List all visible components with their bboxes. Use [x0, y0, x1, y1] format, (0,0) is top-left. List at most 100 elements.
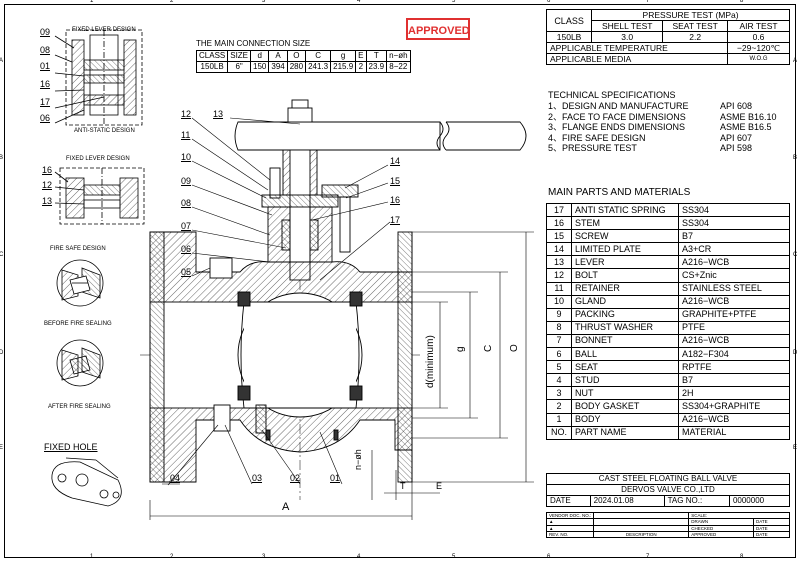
temp-label: APPLICABLE TEMPERATURE: [545, 42, 729, 54]
tech-item-label: 4、FIRE SAFE DESIGN: [548, 132, 646, 143]
part-material: SS304: [678, 202, 790, 218]
callout-16: 16: [390, 195, 401, 205]
label-fixed-lever-design: FIXED LEVER DESIGN: [72, 27, 136, 33]
part-no: 2: [546, 399, 572, 414]
callout-06: 06: [181, 244, 192, 254]
tech-item-label: 5、PRESSURE TEST: [548, 143, 637, 153]
zone-bottom-1: 1: [90, 554, 94, 560]
rev-no-label: REV. NO.: [545, 530, 595, 539]
part-material: A216−WCB: [678, 255, 790, 270]
dim-C: C: [483, 344, 494, 352]
tech-item-standard: ASME B16.5: [720, 122, 772, 132]
conn-header-9: n−øh: [386, 50, 411, 62]
parts-header-material: MATERIAL: [678, 425, 790, 440]
leader-lines: [162, 117, 391, 486]
part-no: 4: [546, 373, 572, 388]
approved-stamp: APPROVED: [406, 18, 470, 40]
company-name: DERVOS VALVE CO.,LTD: [546, 484, 790, 496]
seat-test-header: SEAT TEST: [662, 20, 729, 32]
callout-12: 12: [181, 109, 192, 119]
conn-cell-4: 280: [286, 61, 307, 73]
tag-value: 0000000: [728, 495, 791, 507]
conn-header-1: SIZE: [227, 50, 252, 62]
part-material: B7: [678, 229, 790, 244]
dim-E: E: [436, 481, 443, 491]
detail-fixed-lever-antistatic: [54, 29, 143, 126]
callout-09: 09: [181, 176, 192, 186]
shell-test-header: SHELL TEST: [591, 20, 664, 32]
label-fixed-lever-design-2: FIXED LEVER DESIGN: [66, 156, 130, 162]
zone-bottom-3: 3: [262, 554, 266, 560]
part-material: A182−F304: [678, 347, 790, 362]
part-no: 3: [546, 386, 572, 401]
label-fixed-hole: FIXED HOLE: [44, 442, 98, 452]
conn-cell-5: 241.3: [305, 61, 332, 73]
label-anti-static-design: ANTI-STATIC DESIGN: [74, 128, 135, 134]
media-label: APPLICABLE MEDIA: [545, 53, 729, 65]
conn-cell-2: 150: [250, 61, 270, 73]
tech-item-standard: API 608: [720, 101, 753, 111]
part-name: THRUST WASHER: [571, 320, 679, 335]
pressure-class-header: CLASS: [545, 9, 593, 32]
date-label: DATE: [546, 495, 591, 507]
part-material: B7: [678, 373, 790, 388]
part-no: 17: [546, 202, 572, 218]
d1-callout-09: 09: [40, 27, 51, 37]
parts-header-name: PART NAME: [571, 425, 679, 440]
d1-callout-01: 01: [40, 61, 51, 71]
conn-header-6: g: [330, 50, 357, 62]
conn-header-7: E: [355, 50, 367, 62]
valve-section: [140, 99, 527, 500]
zone-right-B: B: [793, 155, 798, 161]
conn-header-5: C: [305, 50, 332, 62]
part-material: STAINLESS STEEL: [678, 281, 790, 296]
zone-top-1: 1: [90, 0, 94, 4]
part-no: 9: [546, 307, 572, 322]
d1-callout-06: 06: [40, 113, 51, 123]
part-name: ANTI STATIC SPRING: [571, 202, 679, 218]
part-name: STUD: [571, 373, 679, 388]
part-no: 1: [546, 412, 572, 427]
d1-callout-17: 17: [40, 97, 51, 107]
zone-top-2: 2: [170, 0, 174, 4]
temp-value: −29~120℃: [727, 42, 790, 54]
part-name: BODY: [571, 412, 679, 427]
callout-11: 11: [181, 130, 191, 140]
pressure-cell-0: 150LB: [545, 31, 593, 43]
conn-header-2: d: [250, 50, 270, 62]
part-no: 10: [546, 294, 572, 309]
zone-top-5: 5: [452, 0, 456, 4]
part-material: A216−WCB: [678, 412, 790, 427]
part-no: 14: [546, 242, 572, 257]
callout-14: 14: [390, 156, 401, 166]
zone-right-D: D: [793, 350, 798, 356]
part-no: 6: [546, 347, 572, 362]
conn-cell-6: 215.9: [330, 61, 357, 73]
part-name: BODY GASKET: [571, 399, 679, 414]
dimension-lines: [149, 231, 534, 520]
part-no: 11: [546, 281, 572, 296]
part-name: RETAINER: [571, 281, 679, 296]
part-no: 5: [546, 360, 572, 375]
conn-header-3: A: [268, 50, 288, 62]
part-name: SCREW: [571, 229, 679, 244]
callout-07: 07: [181, 221, 192, 231]
conn-cell-3: 394: [268, 61, 288, 73]
part-no: 13: [546, 255, 572, 270]
